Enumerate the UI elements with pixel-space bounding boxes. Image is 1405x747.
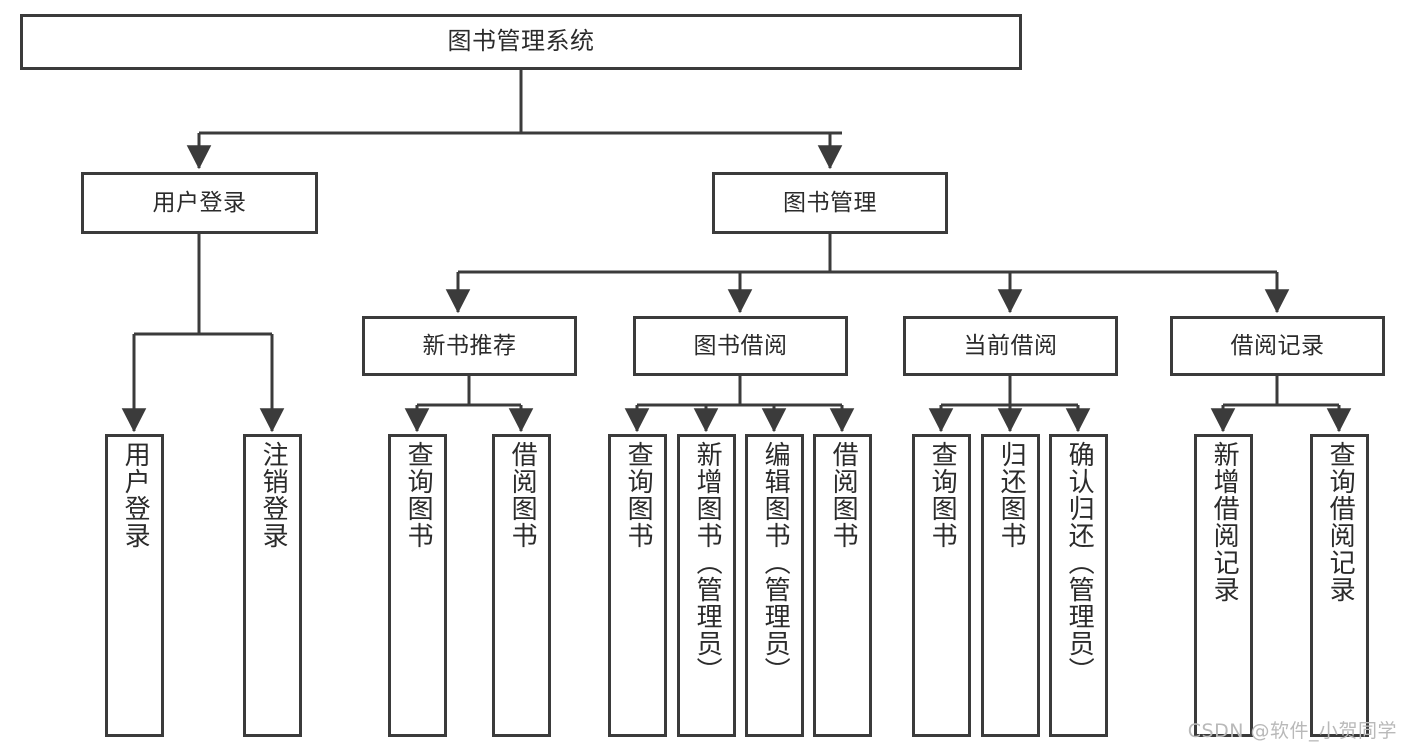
leaf-borrow-book-2-label: 借阅图书 (828, 441, 859, 549)
node-new-book-recommend[interactable]: 新书推荐 (362, 316, 577, 376)
leaf-return-book[interactable]: 归还图书 (981, 434, 1040, 737)
leaf-logout-login[interactable]: 注销登录 (243, 434, 302, 737)
node-book-borrow-label: 图书借阅 (693, 332, 788, 359)
leaf-query-book-2[interactable]: 查询图书 (608, 434, 667, 737)
node-borrow-record-label: 借阅记录 (1230, 332, 1325, 359)
node-root-label: 图书管理系统 (447, 27, 595, 56)
node-current-borrow-label: 当前借阅 (963, 332, 1058, 359)
node-root[interactable]: 图书管理系统 (20, 14, 1022, 70)
leaf-borrow-book-2[interactable]: 借阅图书 (813, 434, 872, 737)
leaf-logout-login-label: 注销登录 (258, 441, 289, 549)
leaf-confirm-return-admin-label: 确认归还（管理员） (1064, 441, 1095, 684)
leaf-borrow-book-1-label: 借阅图书 (507, 441, 538, 549)
leaf-add-book-admin-label: 新增图书（管理员） (692, 441, 723, 684)
leaf-user-login-label: 用户登录 (120, 441, 151, 549)
leaf-add-book-admin[interactable]: 新增图书（管理员） (677, 434, 736, 737)
leaf-query-book-1-label: 查询图书 (403, 441, 434, 549)
node-borrow-record[interactable]: 借阅记录 (1170, 316, 1385, 376)
leaf-confirm-return-admin[interactable]: 确认归还（管理员） (1049, 434, 1108, 737)
node-new-book-recommend-label: 新书推荐 (422, 332, 517, 359)
leaf-add-borrow-record-label: 新增借阅记录 (1209, 441, 1240, 603)
leaf-query-book-1[interactable]: 查询图书 (388, 434, 447, 737)
leaf-add-borrow-record[interactable]: 新增借阅记录 (1194, 434, 1253, 737)
leaf-edit-book-admin-label: 编辑图书（管理员） (760, 441, 791, 684)
leaf-query-book-2-label: 查询图书 (623, 441, 654, 549)
leaf-query-book-3[interactable]: 查询图书 (912, 434, 971, 737)
watermark: CSDN @软件_小贺同学 (1187, 720, 1397, 742)
node-user-login[interactable]: 用户登录 (81, 172, 318, 234)
node-current-borrow[interactable]: 当前借阅 (903, 316, 1118, 376)
leaf-query-book-3-label: 查询图书 (927, 441, 958, 549)
node-book-borrow[interactable]: 图书借阅 (633, 316, 848, 376)
leaf-query-borrow-record[interactable]: 查询借阅记录 (1310, 434, 1369, 737)
leaf-edit-book-admin[interactable]: 编辑图书（管理员） (745, 434, 804, 737)
node-book-manage[interactable]: 图书管理 (712, 172, 948, 234)
node-book-manage-label: 图书管理 (783, 189, 877, 216)
leaf-user-login[interactable]: 用户登录 (105, 434, 164, 737)
node-user-login-label: 用户登录 (152, 189, 247, 216)
leaf-return-book-label: 归还图书 (996, 441, 1027, 549)
leaf-borrow-book-1[interactable]: 借阅图书 (492, 434, 551, 737)
leaf-query-borrow-record-label: 查询借阅记录 (1325, 441, 1356, 603)
